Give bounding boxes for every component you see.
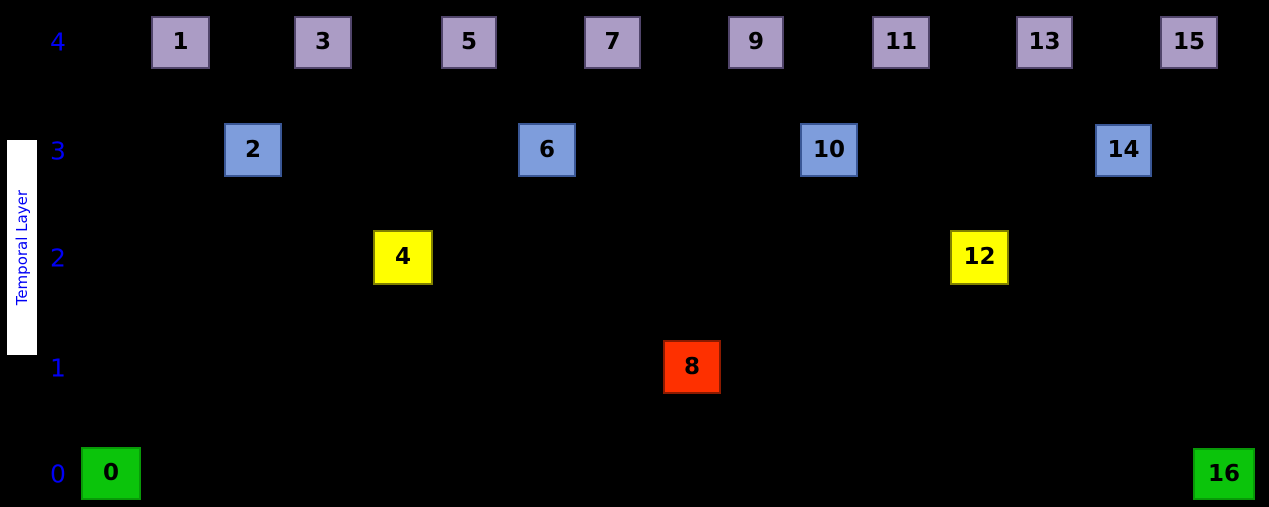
frame-node-14: 14 [1095, 124, 1152, 177]
frame-node-0: 0 [81, 447, 141, 500]
frame-node-2: 2 [224, 123, 282, 177]
y-axis-label: Temporal Layer [12, 189, 31, 306]
frame-node-16: 16 [1193, 448, 1255, 500]
axis-tick-3: 3 [50, 136, 66, 166]
axis-tick-2: 2 [50, 243, 66, 273]
frame-node-11: 11 [872, 16, 930, 69]
frame-node-3: 3 [294, 16, 352, 69]
frame-node-10: 10 [800, 123, 858, 177]
frame-node-13: 13 [1016, 16, 1073, 69]
frame-node-5: 5 [441, 16, 497, 69]
y-axis-strip: Temporal Layer [7, 140, 37, 355]
frame-node-12: 12 [950, 230, 1009, 285]
frame-node-1: 1 [151, 16, 210, 69]
frame-node-4: 4 [373, 230, 433, 285]
frame-node-15: 15 [1160, 16, 1218, 69]
axis-tick-0: 0 [50, 459, 66, 489]
axis-tick-1: 1 [50, 353, 66, 383]
frame-node-8: 8 [663, 340, 721, 394]
axis-tick-4: 4 [50, 27, 66, 57]
frame-node-9: 9 [728, 16, 784, 69]
frame-node-7: 7 [584, 16, 641, 69]
frame-node-6: 6 [518, 123, 576, 177]
